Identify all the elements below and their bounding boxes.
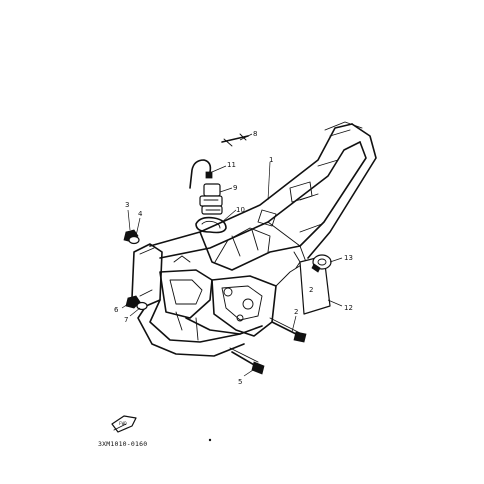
clip-part-8 [221,133,249,147]
callout-3: 3 [125,201,129,209]
pin-part-11 [189,159,213,189]
callout-9: 9 [233,184,237,192]
callout-11: 11 [227,161,236,169]
callout-2: 2 [294,308,298,316]
diagram-code: 3XM1010-0160 [98,440,147,448]
callout-8: 8 [253,130,257,138]
damper-part-9 [199,183,223,215]
band-part-10 [195,216,227,234]
main-frame [131,121,377,357]
callout-12: 12 [344,304,353,312]
callout-10: 10 [236,206,245,214]
stray-dot [208,438,212,442]
washer-part-7 [136,301,148,311]
bracket-part-13 [311,254,332,273]
fwd-arrow-icon: FWD [111,415,137,433]
callout-4: 4 [138,210,143,218]
leader-lines [121,133,343,377]
callout-5: 5 [238,378,242,386]
washer-part-4 [128,235,140,245]
bolt-part-5 [229,347,265,375]
callout-7: 7 [124,316,128,324]
callout-1: 1 [269,156,273,164]
callout-13: 13 [344,254,353,262]
callout-plate-2: 2 [309,286,313,294]
fwd-label: FWD [119,421,127,426]
callout-6: 6 [114,306,119,314]
bolt-part-2 [269,317,307,343]
callout-labels: 8 1 11 9 10 3 4 13 12 2 2 6 7 5 [114,130,353,386]
